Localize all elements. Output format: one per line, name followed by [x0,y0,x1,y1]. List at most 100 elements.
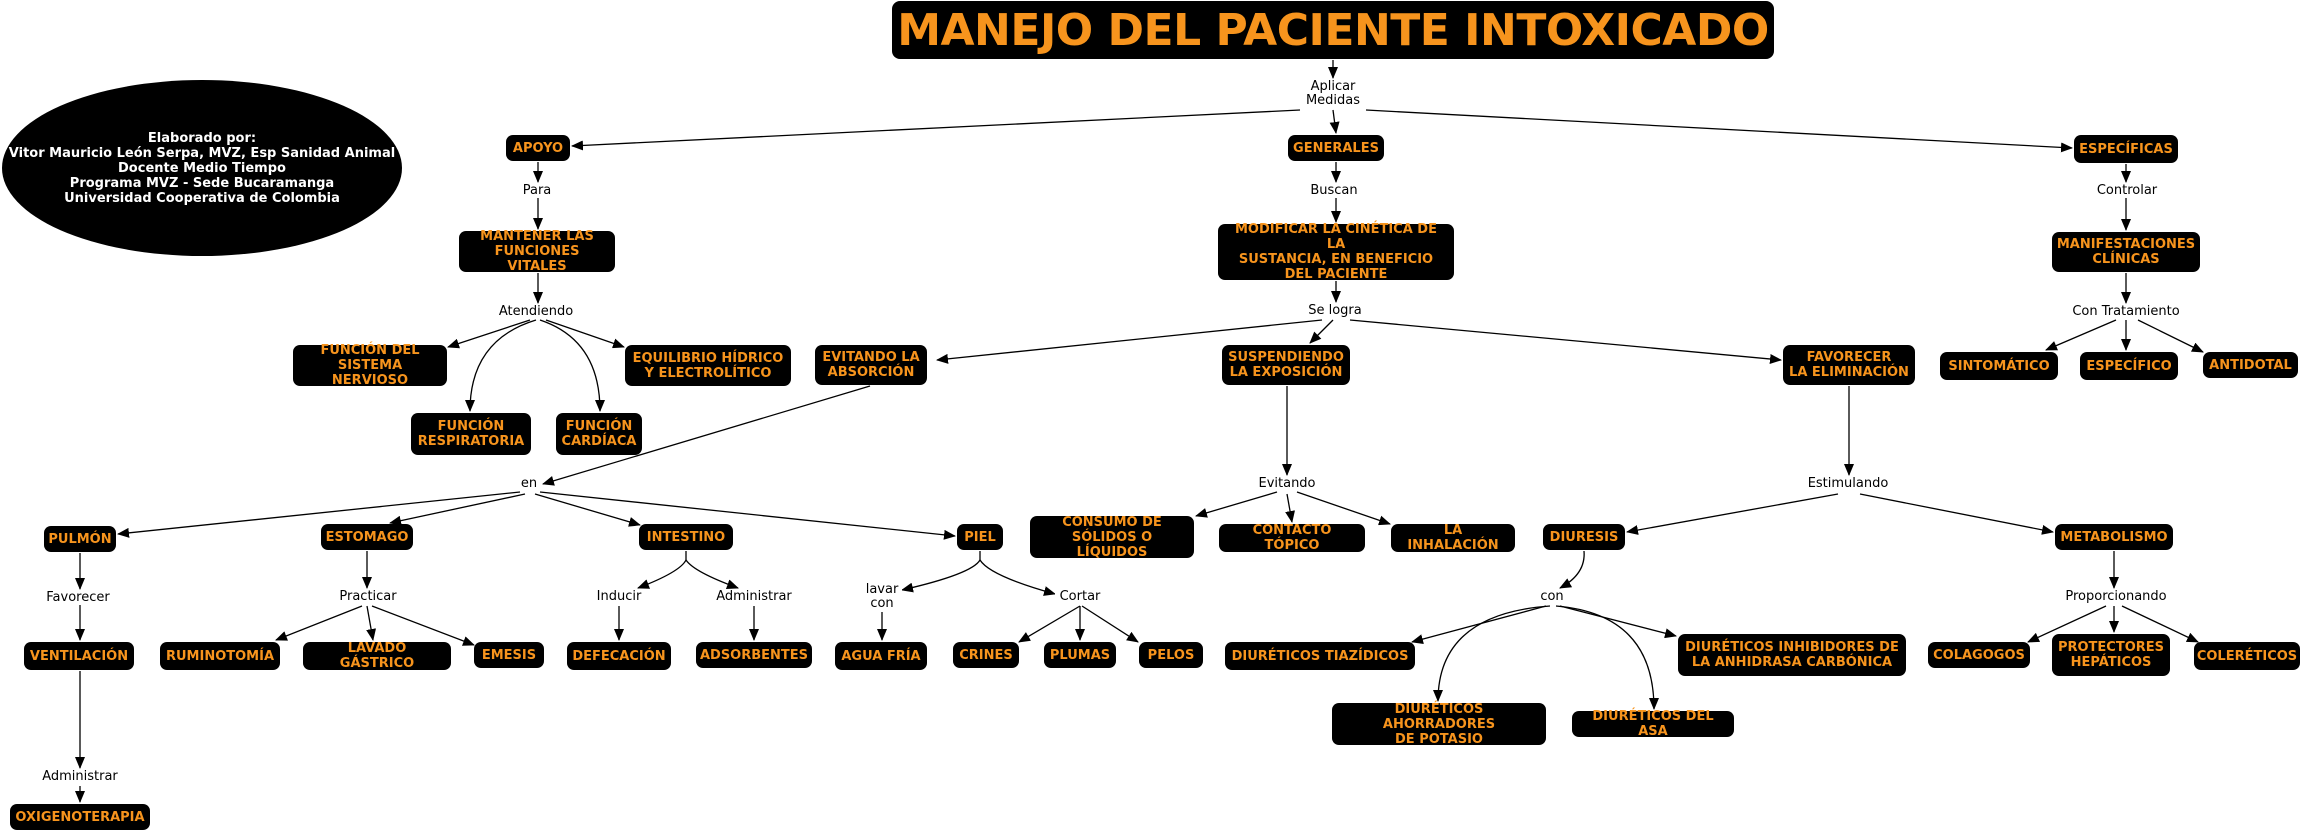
node-funcion-cardiaca: FUNCIÓN CARDÍACA [556,413,642,455]
connector-line [447,319,531,349]
connector-line [539,319,605,412]
node-plumas: PLUMAS [1044,642,1116,668]
connector-line [685,559,739,589]
connector-line [1859,493,2054,535]
node-estomago: ESTOMAGO [321,524,413,550]
label-estimulando: Estimulando [1803,477,1893,491]
label-favorecer: Favorecer [43,591,113,605]
node-funcion-nervioso: FUNCIÓN DEL SISTEMA NERVIOSO [293,343,447,388]
label-con: con [1537,590,1567,604]
author-line: Docente Medio Tiempo [118,160,286,176]
node-inhibidores: DIURÉTICOS INHIBIDORES DE LA ANHIDRASA C… [1678,634,1906,676]
label-en: en [517,477,541,491]
label-administrar-intestino: Administrar [713,590,795,604]
label-aplicar-medidas: Aplicar Medidas [1297,80,1369,108]
label-atendiendo: Atendiendo [496,305,576,319]
node-diuresis: DIURESIS [1543,524,1625,550]
connector-line [539,491,956,540]
node-pulmon: PULMÓN [44,526,116,552]
node-intestino: INTESTINO [639,524,733,550]
label-con-tratamiento: Con Tratamiento [2066,305,2186,319]
connector-line [2121,605,2199,643]
node-consumo: CONSUMO DE SÓLIDOS O LÍQUIDOS [1030,515,1194,560]
connector-line [1296,491,1391,526]
connector-line [275,605,363,641]
label-evitando: Evitando [1253,477,1321,491]
connector-line [571,109,1301,151]
node-metabolismo: METABOLISMO [2055,524,2173,550]
author-line: Universidad Cooperativa de Colombia [64,190,340,206]
label-cortar: Cortar [1055,590,1105,604]
page-title: MANEJO DEL PACIENTE INTOXICADO [892,1,1774,59]
connector-line [1433,605,1551,702]
label-se-logra: Se logra [1302,304,1368,318]
connector-line [534,493,641,527]
connector-line [465,319,537,412]
connector-line [366,605,377,641]
node-adsorbentes: ADSORBENTES [696,642,812,668]
connector-line [979,559,1056,596]
node-protectores: PROTECTORES HEPÁTICOS [2052,634,2170,676]
node-ruminotomia: RUMINOTOMÍA [160,642,280,670]
node-piel: PIEL [957,524,1003,550]
connector-line [1081,605,1139,643]
connector-line [1195,491,1278,518]
node-ahorradores: DIURÉTICOS AHORRADORES DE POTASIO [1332,702,1546,747]
author-ellipse: Elaborado por: Vitor Mauricio León Serpa… [2,80,402,256]
node-apoyo: APOYO [506,135,570,161]
label-lavar-con: lavar con [862,583,902,611]
author-line: Vitor Mauricio León Serpa, MVZ, Esp Sani… [8,145,396,161]
node-tiazidicos: DIURÉTICOS TIAZÍDICOS [1225,642,1415,670]
node-funcion-respiratoria: FUNCIÓN RESPIRATORIA [411,413,531,455]
connector-line [371,605,475,646]
connector-line [545,319,625,349]
connector-line [1309,319,1334,344]
label-practicar: Practicar [334,590,402,604]
node-equilibrio: EQUILIBRIO HÍDRICO Y ELECTROLÍTICO [625,345,791,386]
label-proporcionando: Proporcionando [2061,590,2171,604]
connector-line [117,491,521,538]
label-inducir: Inducir [592,590,646,604]
node-favorecer-eliminacion: FAVORECER LA ELIMINACIÓN [1783,345,1915,385]
author-line: Programa MVZ - Sede Bucaramanga [69,175,335,191]
connector-line [1555,605,1659,710]
connector-line [1559,550,1585,589]
connector-line [936,319,1323,364]
node-pelos: PELOS [1139,642,1203,668]
label-para: Para [517,184,557,198]
node-coleretos: COLERÉTICOS [2194,642,2300,670]
node-lavado-gastrico: LAVADO GÁSTRICO [303,641,451,671]
node-evitando-absorcion: EVITANDO LA ABSORCIÓN [815,345,927,385]
node-inhalacion: LA INHALACIÓN [1391,523,1515,553]
connector-line [2027,605,2107,643]
node-sintomatico: SINTOMÁTICO [1940,352,2058,380]
connector-line [1285,493,1295,523]
connector-line [901,559,981,593]
node-mantener: MANTENER LAS FUNCIONES VITALES [459,229,615,274]
node-generales: GENERALES [1288,135,1384,161]
node-agua-fria: AGUA FRÍA [835,642,927,670]
node-asa: DIURÉTICOS DEL ASA [1572,709,1734,739]
node-oxigenoterapia: OXIGENOTERAPIA [10,804,150,830]
connector-line [1559,605,1677,639]
node-colagogos: COLAGOGOS [1928,642,2030,668]
connector-line [2137,319,2204,353]
author-line: Elaborado por: [147,130,257,146]
label-administrar-pulmon: Administrar [39,770,121,784]
label-buscan: Buscan [1303,184,1365,198]
node-especificas: ESPECÍFICAS [2074,135,2178,163]
connector-line [2045,319,2117,351]
connector-line [1365,109,2073,153]
node-contacto: CONTACTO TÓPICO [1219,523,1365,553]
connector-line [1329,109,1340,134]
connector-line [1349,319,1782,364]
connector-line [542,385,871,486]
connector-line [1626,493,1839,535]
node-suspendiendo: SUSPENDIENDO LA EXPOSICIÓN [1222,345,1350,385]
node-crines: CRINES [953,642,1019,668]
node-modificar: MODIFICAR LA CINÉTICA DE LA SUSTANCIA, E… [1218,222,1454,282]
connector-line [389,493,526,526]
node-manifestaciones: MANIFESTACIONES CLÍNICAS [2052,232,2200,272]
